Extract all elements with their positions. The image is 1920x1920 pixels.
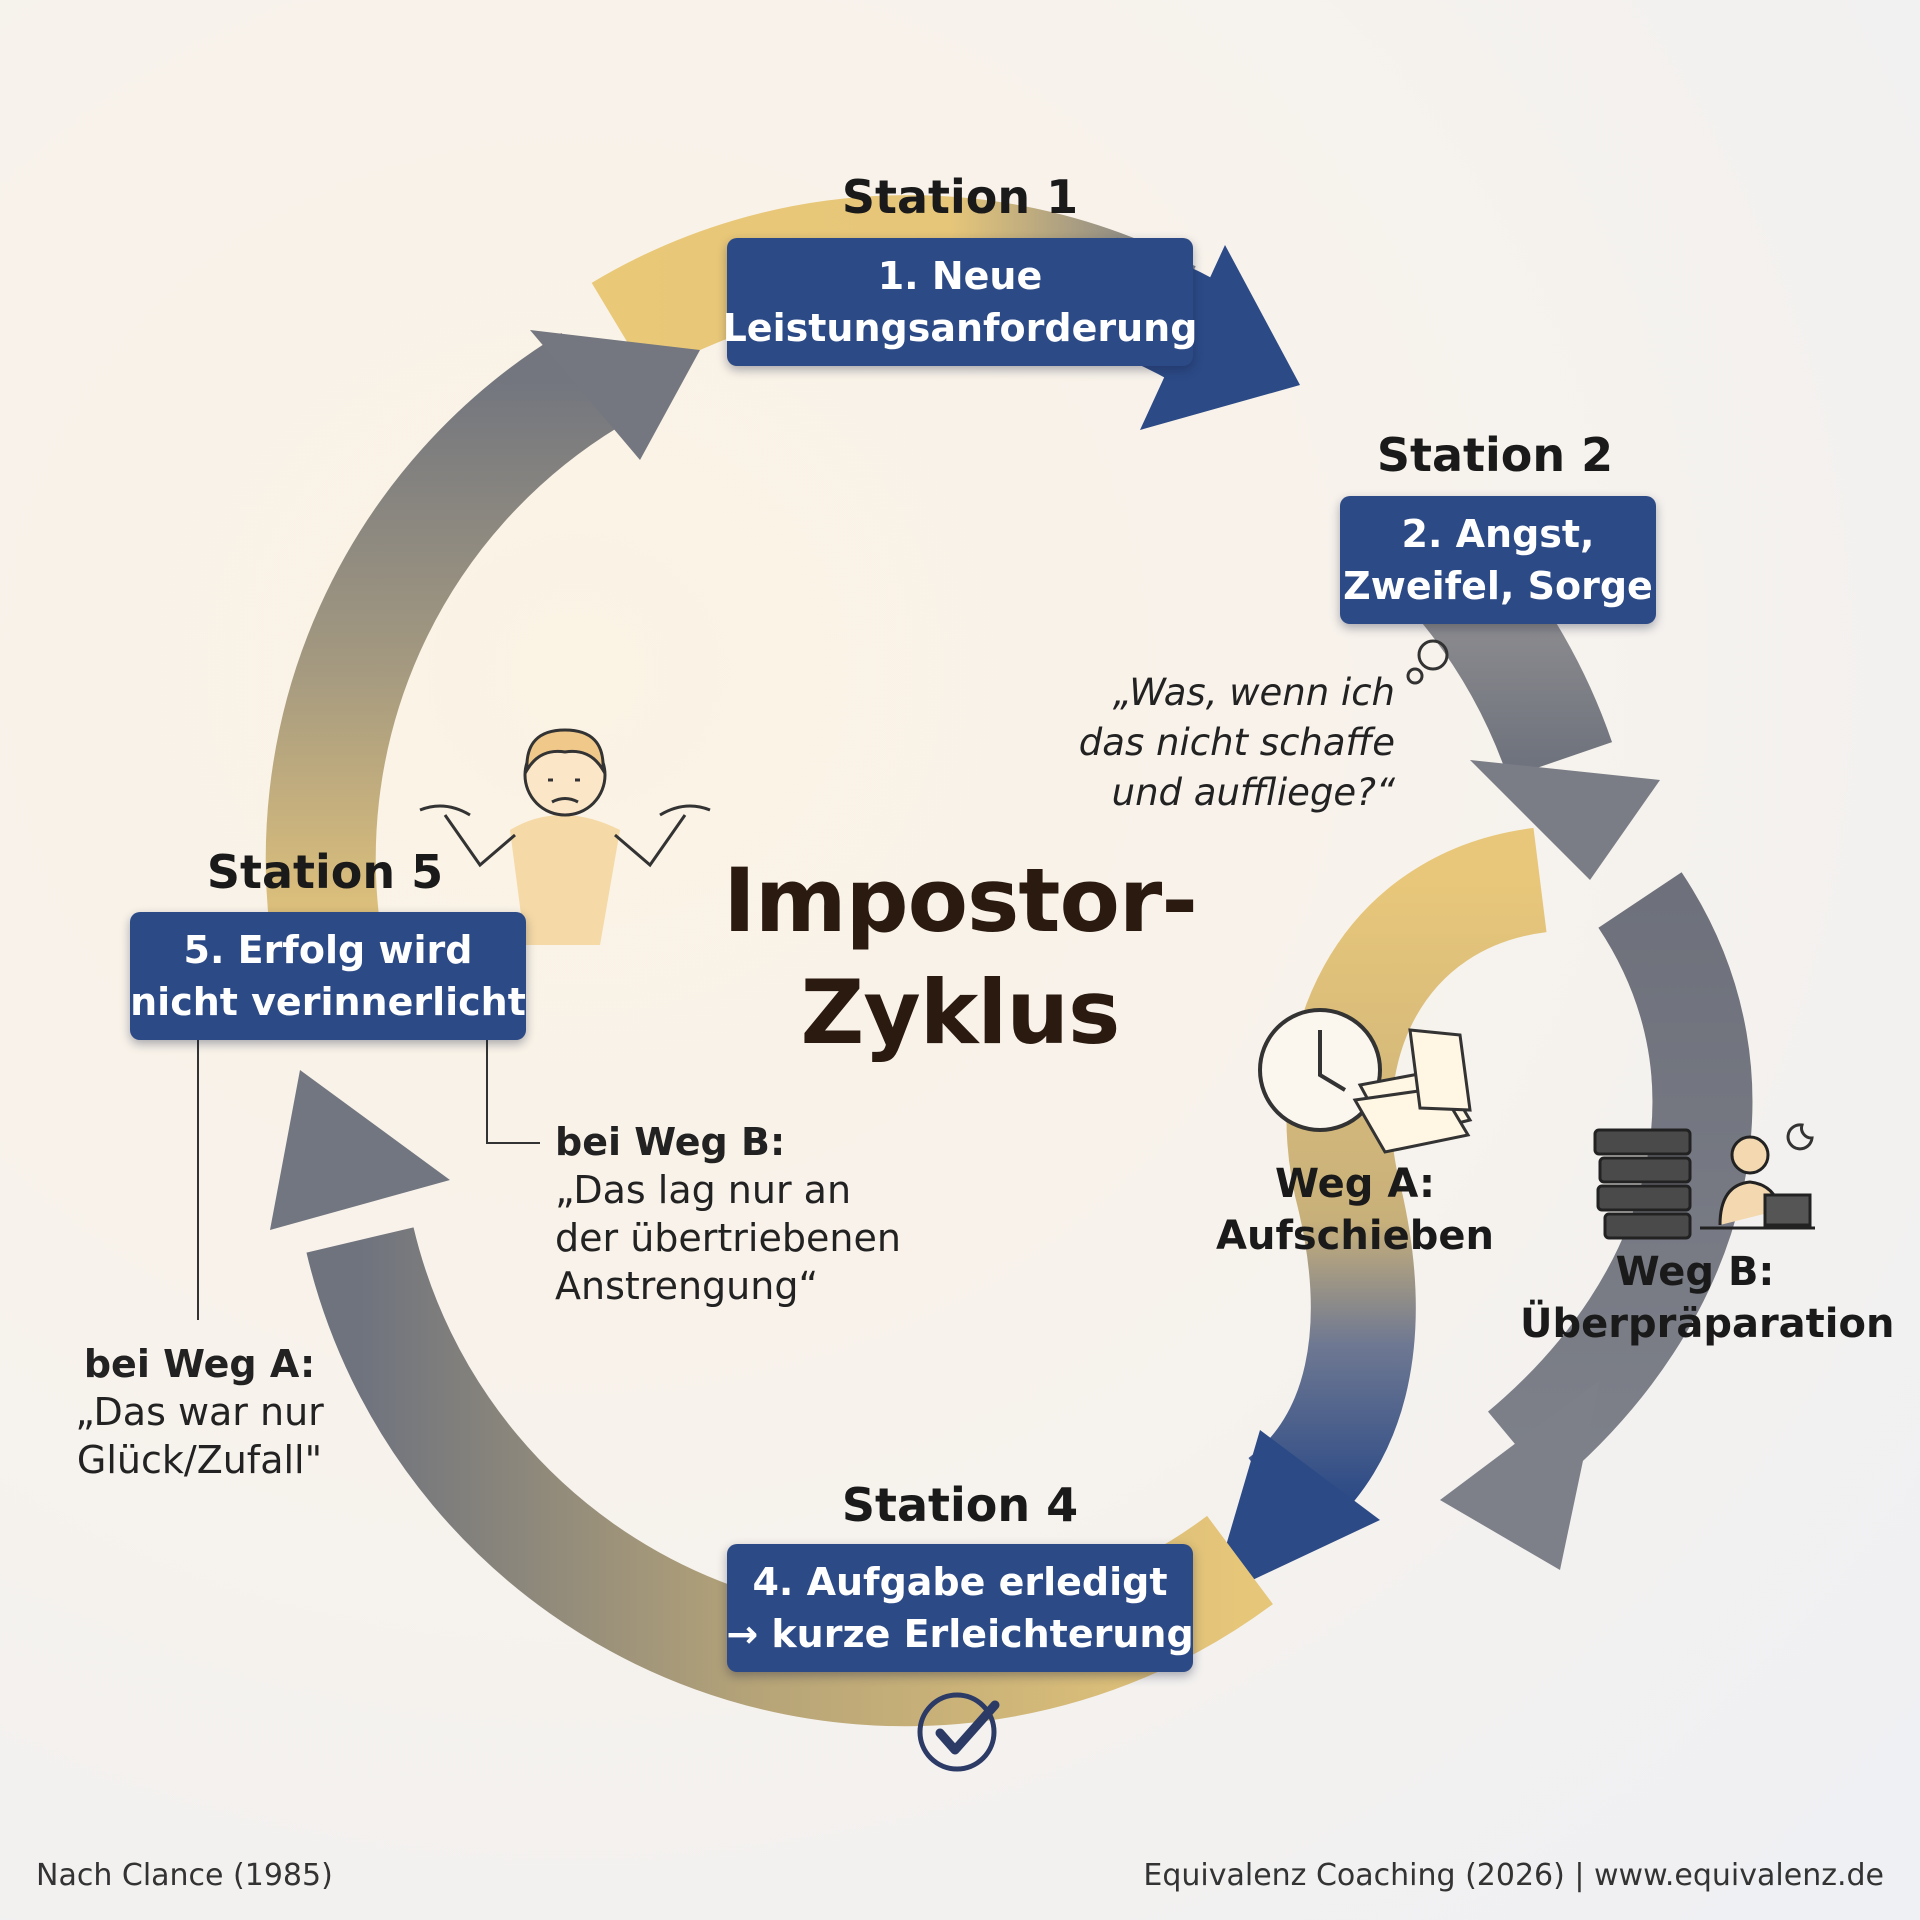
arrow-station5-to-1 (265, 330, 700, 970)
thought-bubble-icon (1406, 639, 1449, 685)
path-b-title: Weg B: (1615, 1249, 1775, 1295)
note-weg-a-head: bei Weg A: (83, 1342, 316, 1386)
thought-line-1: „Was, wenn ich (1112, 671, 1395, 714)
station-2-label: Station 2 (1376, 428, 1614, 482)
path-b-label: Weg B: Überpräparation (1520, 1246, 1895, 1350)
connector-weg-b (486, 1040, 540, 1144)
clock-icon (1258, 1008, 1382, 1132)
note-weg-a-line-2: Glück/Zufall" (76, 1438, 323, 1482)
station-1-label: Station 1 (841, 170, 1079, 224)
path-b-desc: Überpräparation (1520, 1301, 1895, 1347)
station-5-box: 5. Erfolg wird nicht verinnerlicht (130, 912, 526, 1040)
station-5-line-1: 5. Erfolg wird (183, 928, 473, 972)
shrugging-person-icon (419, 728, 711, 945)
station-4-line-2: → kurze Erleichterung (726, 1612, 1194, 1656)
station-2-line-2: Zweifel, Sorge (1343, 564, 1653, 608)
note-weg-a-line-1: „Das war nur (75, 1390, 324, 1434)
arrow-weg-b (1440, 872, 1753, 1570)
arrow-weg-a (1210, 827, 1549, 1600)
station-4-label: Station 4 (841, 1478, 1079, 1532)
title-line-1: Impostor- (723, 849, 1198, 952)
station-5-label: Station 5 (206, 845, 444, 899)
book-stack-icon (1593, 1128, 1692, 1240)
moon-icon (1786, 1123, 1814, 1151)
station-1-line-2: Leistungsanforderung (722, 306, 1198, 350)
diagram-title: Impostor- Zyklus (720, 845, 1200, 1069)
checkmark-icon (917, 1692, 1000, 1772)
note-weg-b-line-2: der übertriebenen (555, 1216, 901, 1260)
note-weg-b-line-1: „Das lag nur an (555, 1168, 852, 1212)
station-4-box: 4. Aufgabe erledigt → kurze Erleichterun… (726, 1544, 1194, 1672)
path-a-label: Weg A: Aufschieben (1210, 1158, 1500, 1262)
path-a-desc: Aufschieben (1216, 1213, 1494, 1259)
note-weg-b-line-3: Anstrengung“ (555, 1264, 819, 1308)
station-1-line-1: 1. Neue (877, 254, 1043, 298)
path-a-title: Weg A: (1274, 1161, 1436, 1207)
station-2-box: 2. Angst, Zweifel, Sorge (1340, 496, 1656, 624)
station-1-box: 1. Neue Leistungsanforderung (723, 238, 1197, 366)
thought-line-2: das nicht schaffe (1078, 721, 1395, 764)
station-2-line-1: 2. Angst, (1401, 512, 1595, 556)
footer-credit: Equivalenz Coaching (2026) | www.equival… (1143, 1858, 1884, 1893)
footer-source: Nach Clance (1985) (36, 1858, 333, 1893)
station-5-line-2: nicht verinnerlicht (130, 980, 526, 1024)
title-line-2: Zyklus (800, 961, 1121, 1064)
thought-quote: „Was, wenn ich das nicht schaffe und auf… (1000, 668, 1395, 818)
station-4-line-1: 4. Aufgabe erledigt (752, 1560, 1168, 1604)
paper-stack-icon (1352, 1028, 1473, 1154)
person-laptop-icon (1700, 1135, 1815, 1230)
note-weg-a: bei Weg A: „Das war nur Glück/Zufall" (72, 1340, 327, 1484)
note-weg-b-head: bei Weg B: (555, 1120, 786, 1164)
thought-line-3: und auffliege?“ (1111, 771, 1395, 814)
note-weg-b: bei Weg B: „Das lag nur an der übertrieb… (555, 1118, 901, 1310)
